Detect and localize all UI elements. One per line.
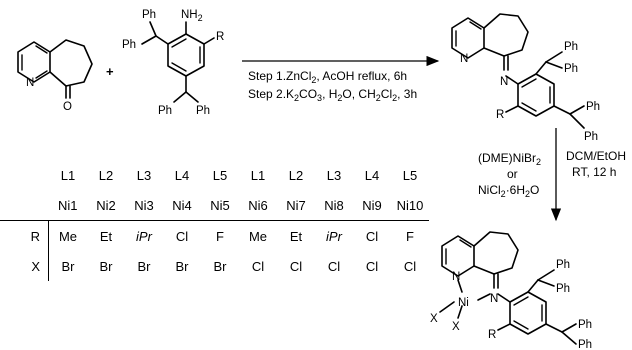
- r-cell: Me: [239, 220, 277, 251]
- complex-cell: Ni3: [134, 197, 154, 213]
- x-cell: Cl: [251, 258, 265, 274]
- complex-ph-1: Ph: [556, 259, 570, 271]
- ligand-imine-n: N: [500, 76, 508, 88]
- x-row-label: X: [0, 251, 49, 281]
- r-cell: F: [391, 220, 429, 251]
- reagent-nicl2: NiCl2·6H2O: [478, 183, 539, 199]
- aniline-ph-2: Ph: [122, 39, 136, 51]
- r-cell: Me: [48, 220, 87, 251]
- x-cell: Br: [175, 258, 189, 274]
- table-corner: [0, 190, 49, 221]
- complex-ph-2: Ph: [556, 283, 570, 295]
- complex-cell: Ni1: [57, 197, 78, 213]
- ligand-cell: L1: [60, 167, 76, 183]
- complex-cell: Ni5: [210, 197, 230, 213]
- complex-cell: Ni6: [248, 197, 268, 213]
- r-cell: iPr: [315, 220, 353, 251]
- complex-pyridine-n: N: [452, 271, 460, 283]
- aniline-structure: NH2 R Ph Ph Ph Ph: [122, 9, 224, 117]
- complex-imine-n: N: [490, 293, 498, 305]
- ligand-cell: L2: [288, 167, 304, 183]
- complex-ph-4: Ph: [578, 339, 592, 350]
- complex-cell: Ni8: [324, 197, 344, 213]
- complex-r-label: R: [488, 329, 496, 341]
- reagent-nibr2: (DME)NiBr2: [478, 151, 541, 167]
- ligand-pyridine-n: N: [460, 53, 468, 65]
- ligand-cell: L5: [402, 167, 418, 183]
- ligand-cell: L4: [174, 167, 190, 183]
- complex-structure: N N Ni X X R Ph Ph Ph Ph: [430, 231, 592, 350]
- table-corner: [0, 160, 49, 190]
- ligand-r-label: R: [496, 109, 504, 121]
- aniline-nh2-label: NH2: [181, 9, 203, 23]
- conditions-text: RT, 12 h: [572, 165, 616, 179]
- table-row-complexes: Ni1 Ni2 Ni3 Ni4 Ni5 Ni6 Ni7 Ni8 Ni9 Ni10: [0, 190, 429, 221]
- x-cell: Cl: [403, 258, 417, 274]
- ligand-ph-1: Ph: [564, 41, 578, 53]
- x-cell: Cl: [365, 258, 379, 274]
- step2-text: Step 2.K2CO3, H2O, CH2Cl2, 3h: [248, 87, 417, 103]
- aniline-ph-3: Ph: [158, 105, 172, 117]
- complex-cell: Ni7: [286, 197, 306, 213]
- complex-x-1: X: [430, 313, 438, 325]
- x-cell: Cl: [327, 258, 341, 274]
- r-cell: iPr: [125, 220, 163, 251]
- complex-cell: Ni2: [96, 197, 116, 213]
- x-cell: Br: [99, 258, 113, 274]
- ligand-ph-3: Ph: [586, 101, 600, 113]
- x-cell: Br: [61, 258, 75, 274]
- x-cell: Cl: [289, 258, 303, 274]
- ligand-cell: L4: [364, 167, 380, 183]
- table-row-r: R Me Et iPr Cl F Me Et iPr Cl F: [0, 220, 429, 251]
- plus-sign: +: [106, 64, 114, 79]
- ketone-structure: N O: [17, 39, 93, 113]
- ligand-cell: L1: [250, 167, 266, 183]
- r-row-label: R: [0, 220, 49, 251]
- table-row-ligands: L1 L2 L3 L4 L5 L1 L2 L3 L4 L5: [0, 160, 429, 190]
- ligand-ph-4: Ph: [584, 131, 598, 143]
- table-row-x: X Br Br Br Br Br Cl Cl Cl Cl Cl: [0, 251, 429, 281]
- ligand-cell: L5: [212, 167, 228, 183]
- ligand-cell: L3: [326, 167, 342, 183]
- complex-ph-3: Ph: [578, 319, 592, 331]
- r-cell: Et: [277, 220, 315, 251]
- x-cell: Br: [213, 258, 227, 274]
- ligand-cell: L2: [98, 167, 114, 183]
- step1-text: Step 1.ZnCl2, AcOH reflux, 6h: [248, 69, 407, 85]
- complex-cell: Ni4: [172, 197, 192, 213]
- solvent-text: DCM/EtOH: [566, 149, 626, 163]
- ligand-ph-2: Ph: [564, 63, 578, 75]
- aniline-ph-4: Ph: [196, 105, 210, 117]
- r-cell: Et: [87, 220, 125, 251]
- ketone-o-atom: O: [63, 101, 72, 113]
- reagent-or: or: [507, 167, 518, 181]
- r-cell: F: [201, 220, 239, 251]
- ligand-cell: L3: [136, 167, 152, 183]
- complex-ni: Ni: [458, 297, 469, 309]
- complex-table: L1 L2 L3 L4 L5 L1 L2 L3 L4 L5 Ni1 Ni2 Ni…: [0, 160, 429, 281]
- ligand-structure: N N R Ph Ph Ph Ph: [451, 13, 600, 143]
- complex-cell: Ni10: [396, 197, 424, 213]
- ketone-n-atom: N: [26, 77, 34, 89]
- x-cell: Br: [137, 258, 151, 274]
- complex-x-2: X: [452, 321, 460, 333]
- complex-cell: Ni9: [362, 197, 382, 213]
- r-cell: Cl: [353, 220, 391, 251]
- aniline-ph-1: Ph: [142, 9, 156, 21]
- aniline-r-label: R: [216, 31, 224, 43]
- r-cell: Cl: [163, 220, 201, 251]
